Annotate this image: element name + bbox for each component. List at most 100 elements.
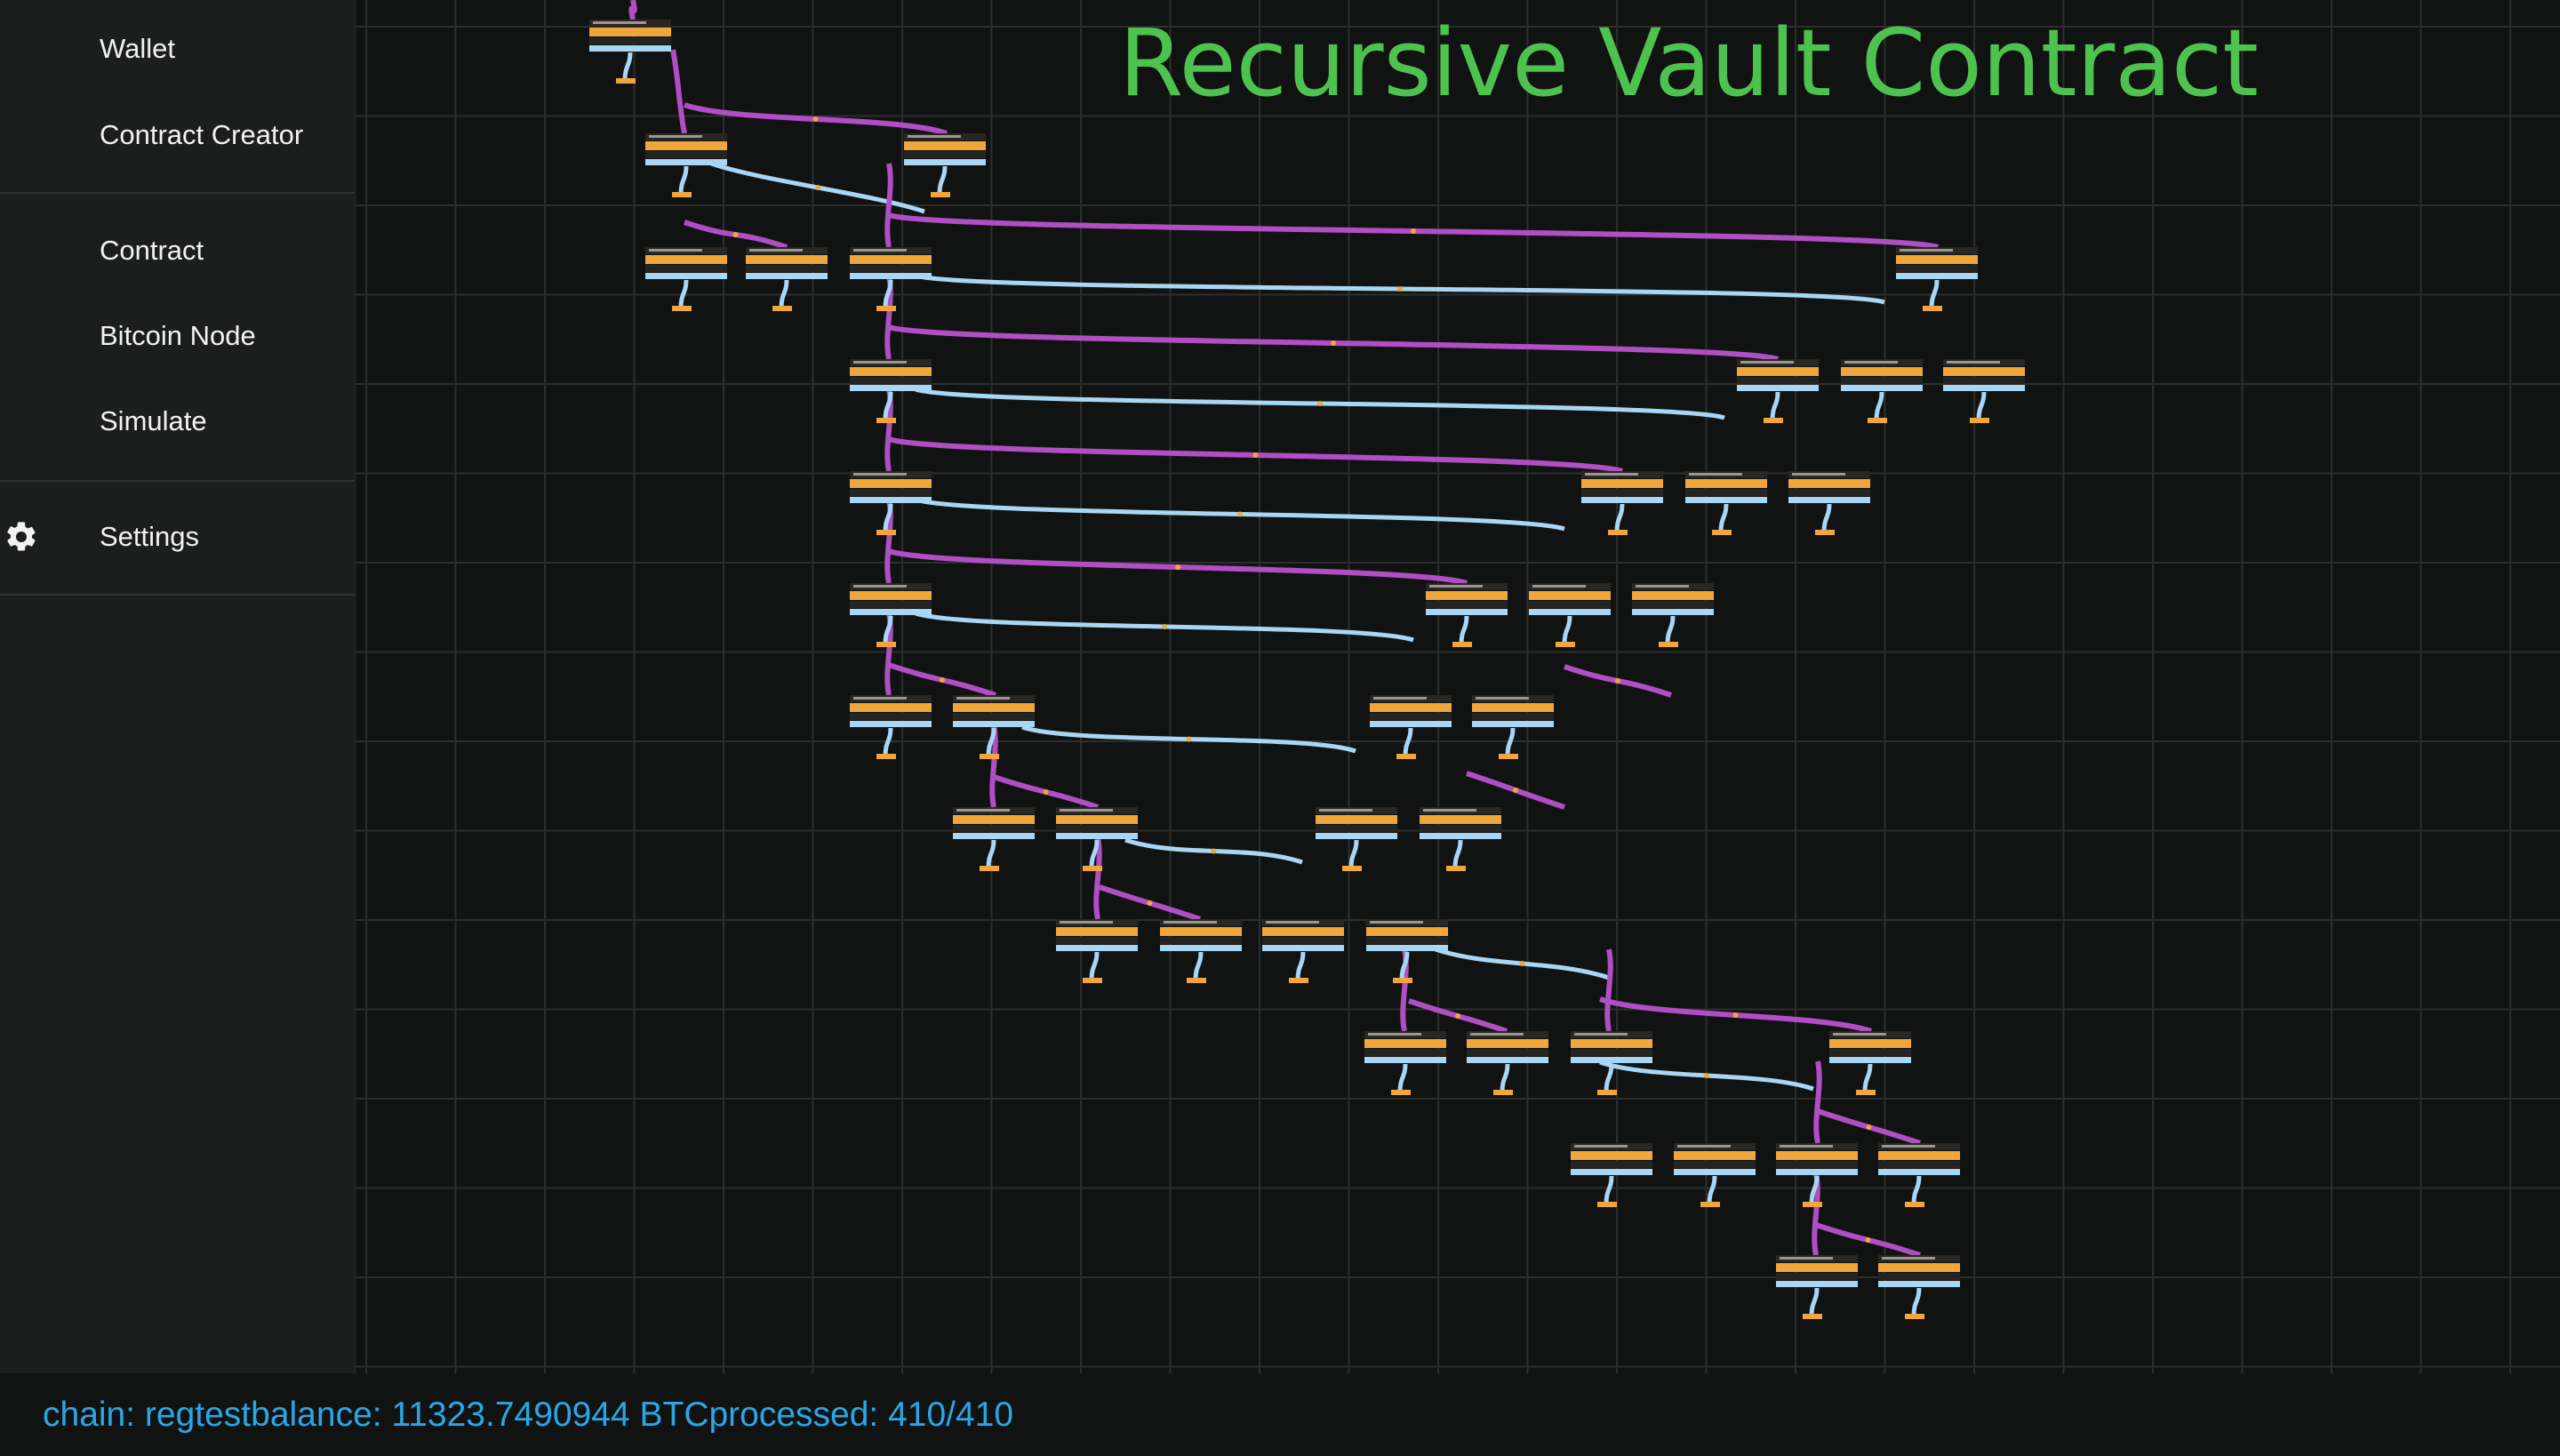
transaction-node[interactable] <box>1943 359 2025 423</box>
node-body <box>645 265 727 272</box>
transaction-node[interactable] <box>1571 1031 1652 1095</box>
transaction-node[interactable] <box>850 471 932 535</box>
node-output-stub <box>1911 1175 1922 1204</box>
node-output-tag <box>1083 978 1102 983</box>
node-output-bar <box>1370 703 1452 712</box>
node-output-tag <box>1659 642 1678 647</box>
node-output-bar <box>850 255 932 264</box>
node-body <box>1160 937 1242 944</box>
sidebar-item-simulate[interactable]: Simulate <box>0 386 355 457</box>
transaction-node[interactable] <box>1581 471 1663 535</box>
transaction-node[interactable] <box>1632 583 1714 647</box>
node-body <box>1788 489 1870 496</box>
node-output-bar <box>1878 1263 1960 1272</box>
transaction-node[interactable] <box>1674 1143 1756 1207</box>
transaction-node[interactable] <box>1160 919 1242 983</box>
node-title-line <box>1740 361 1794 364</box>
transaction-node[interactable] <box>1364 1031 1446 1095</box>
transaction-node[interactable] <box>746 247 828 311</box>
transaction-node[interactable] <box>1366 919 1448 983</box>
edge-midpoint <box>1411 228 1416 234</box>
node-output-stub <box>883 503 893 532</box>
edge-midpoint <box>812 116 819 122</box>
transaction-node[interactable] <box>1737 359 1819 423</box>
transaction-node[interactable] <box>1776 1255 1858 1319</box>
transaction-node[interactable] <box>953 807 1035 871</box>
transaction-node[interactable] <box>850 695 932 759</box>
node-title-line <box>1844 361 1898 364</box>
sidebar-item-wallet[interactable]: Wallet <box>0 13 355 84</box>
edge-midpoint <box>1865 1237 1871 1243</box>
transaction-node[interactable] <box>953 695 1035 759</box>
node-output-bar <box>1841 367 1923 376</box>
node-output-tag <box>876 418 896 423</box>
sidebar-item-label: Wallet <box>100 33 175 64</box>
transaction-node[interactable] <box>850 359 932 423</box>
transaction-node[interactable] <box>1529 583 1611 647</box>
transaction-node[interactable] <box>850 247 932 311</box>
transaction-node[interactable] <box>1841 359 1923 423</box>
edge-midpoint <box>815 185 820 190</box>
transaction-node[interactable] <box>1472 695 1554 759</box>
node-input-bar <box>1364 1057 1446 1063</box>
node-title-line <box>1677 1145 1731 1148</box>
sidebar-item-contract-creator[interactable]: Contract Creator <box>0 100 355 171</box>
node-input-bar <box>1262 945 1344 951</box>
node-body <box>1316 825 1397 832</box>
transaction-node[interactable] <box>1685 471 1767 535</box>
edge-midpoint <box>1252 452 1259 458</box>
transaction-node[interactable] <box>645 133 727 197</box>
transaction-node[interactable] <box>1370 695 1452 759</box>
contract-graph-canvas[interactable]: Recursive Vault Contract <box>356 0 2560 1373</box>
edge-midpoint <box>1317 401 1323 406</box>
node-body <box>1943 377 2025 384</box>
node-output-bar <box>1943 367 2025 376</box>
transaction-node[interactable] <box>1262 919 1344 983</box>
node-output-tag <box>1856 1090 1876 1095</box>
transaction-node[interactable] <box>645 247 727 311</box>
transaction-node[interactable] <box>1776 1143 1858 1207</box>
sidebar-item-bitcoin-node[interactable]: Bitcoin Node <box>0 300 355 372</box>
node-input-bar <box>1878 1169 1960 1175</box>
transaction-node[interactable] <box>1571 1143 1652 1207</box>
sidebar-item-label: Settings <box>100 521 200 552</box>
node-output-bar <box>1262 927 1344 936</box>
node-output-bar <box>1685 479 1767 488</box>
node-input-bar <box>1829 1057 1911 1063</box>
transaction-node[interactable] <box>904 133 986 197</box>
transaction-node[interactable] <box>1788 471 1870 535</box>
transaction-node[interactable] <box>589 20 671 84</box>
transaction-node[interactable] <box>1467 1031 1548 1095</box>
transaction-node[interactable] <box>1878 1255 1960 1319</box>
transaction-node[interactable] <box>1878 1143 1960 1207</box>
node-input-bar <box>1571 1057 1652 1063</box>
node-input-bar <box>589 45 671 52</box>
transaction-node[interactable] <box>1056 919 1138 983</box>
sidebar-item-settings[interactable]: Settings <box>0 501 355 572</box>
node-output-tag <box>1396 754 1416 759</box>
node-output-tag <box>1597 1202 1617 1207</box>
graph-nodes <box>589 20 2025 1319</box>
transaction-node[interactable] <box>850 583 932 647</box>
graph-edge <box>1604 948 1613 1032</box>
node-output-bar <box>1364 1039 1446 1048</box>
transaction-node[interactable] <box>1426 583 1508 647</box>
transaction-node[interactable] <box>1420 807 1501 871</box>
node-output-bar <box>1776 1263 1858 1272</box>
node-output-tag <box>1391 1090 1411 1095</box>
node-body <box>1364 1049 1446 1056</box>
transaction-node[interactable] <box>1056 807 1138 871</box>
transaction-node[interactable] <box>1896 247 1978 311</box>
sidebar-divider <box>0 594 355 596</box>
edge-midpoint <box>1211 848 1217 854</box>
node-output-bar <box>1366 927 1448 936</box>
sidebar-item-contract[interactable]: Contract <box>0 215 355 286</box>
node-input-bar <box>850 273 932 279</box>
node-body <box>1878 1161 1960 1168</box>
node-body <box>1056 825 1138 832</box>
node-output-bar <box>1674 1151 1756 1160</box>
node-output-bar <box>1426 591 1508 600</box>
node-body <box>1776 1161 1858 1168</box>
transaction-node[interactable] <box>1829 1031 1911 1095</box>
transaction-node[interactable] <box>1316 807 1397 871</box>
